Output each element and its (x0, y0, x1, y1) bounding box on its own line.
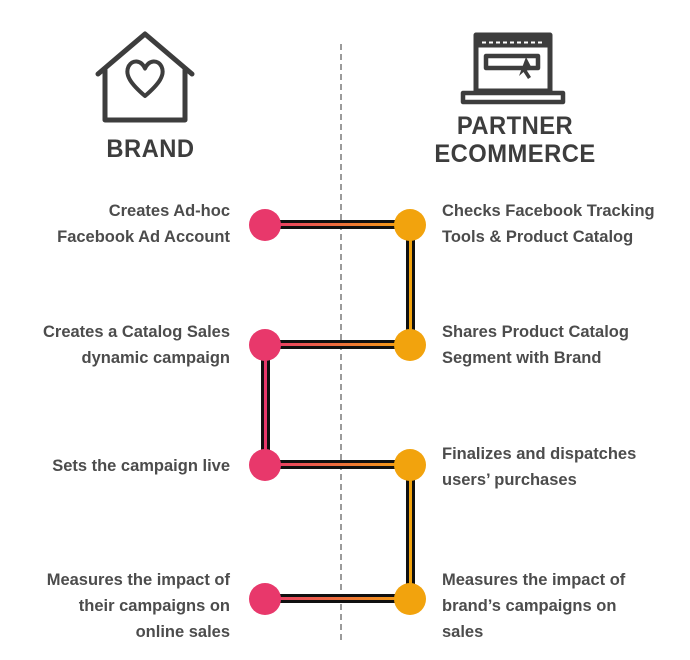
brand-step-label-2: Creates a Catalog Sales dynamic campaign (43, 322, 230, 367)
connector-stripe (265, 223, 410, 226)
connector-stripe (264, 345, 267, 466)
connector-stripe (409, 465, 412, 599)
connector-row4-horizontal (265, 594, 410, 603)
partner-step-label-1: Checks Facebook Tracking Tools & Product… (442, 201, 655, 246)
connector-row3-horizontal (265, 460, 410, 469)
brand-step-dot-3 (249, 449, 281, 481)
partner-step-dot-3 (394, 449, 426, 481)
partner-heading: PARTNER ECOMMERCE (434, 112, 596, 168)
partner-step-label-2: Shares Product Catalog Segment with Bran… (442, 322, 629, 367)
connector-stripe (265, 343, 410, 346)
connector-left-vertical (261, 345, 270, 466)
brand-step-dot-4 (249, 583, 281, 615)
house-heart-icon (90, 22, 200, 132)
connector-right-vertical-1 (406, 225, 415, 345)
partner-step-dot-1 (394, 209, 426, 241)
connector-stripe (265, 463, 410, 466)
brand-step-label-4: Measures the impact of their campaigns o… (46, 570, 230, 641)
brand-step-dot-1 (249, 209, 281, 241)
connector-stripe (265, 597, 410, 600)
connector-stripe (409, 225, 412, 345)
connector-right-vertical-2 (406, 465, 415, 599)
partner-step-label-3: Finalizes and dispatches users’ purchase… (442, 444, 637, 489)
brand-step-label-3: Sets the campaign live (52, 456, 231, 475)
partner-step-dot-4 (394, 583, 426, 615)
brand-step-dot-2 (249, 329, 281, 361)
connector-row1-horizontal (265, 220, 410, 229)
brand-heading: BRAND (106, 135, 195, 163)
partner-step-dot-2 (394, 329, 426, 361)
connector-row2-horizontal (265, 340, 410, 349)
laptop-cursor-icon (452, 30, 574, 115)
brand-step-label-1: Creates Ad-hoc Facebook Ad Account (57, 201, 230, 246)
partner-step-label-4: Measures the impact of brand’s campaigns… (442, 570, 626, 641)
